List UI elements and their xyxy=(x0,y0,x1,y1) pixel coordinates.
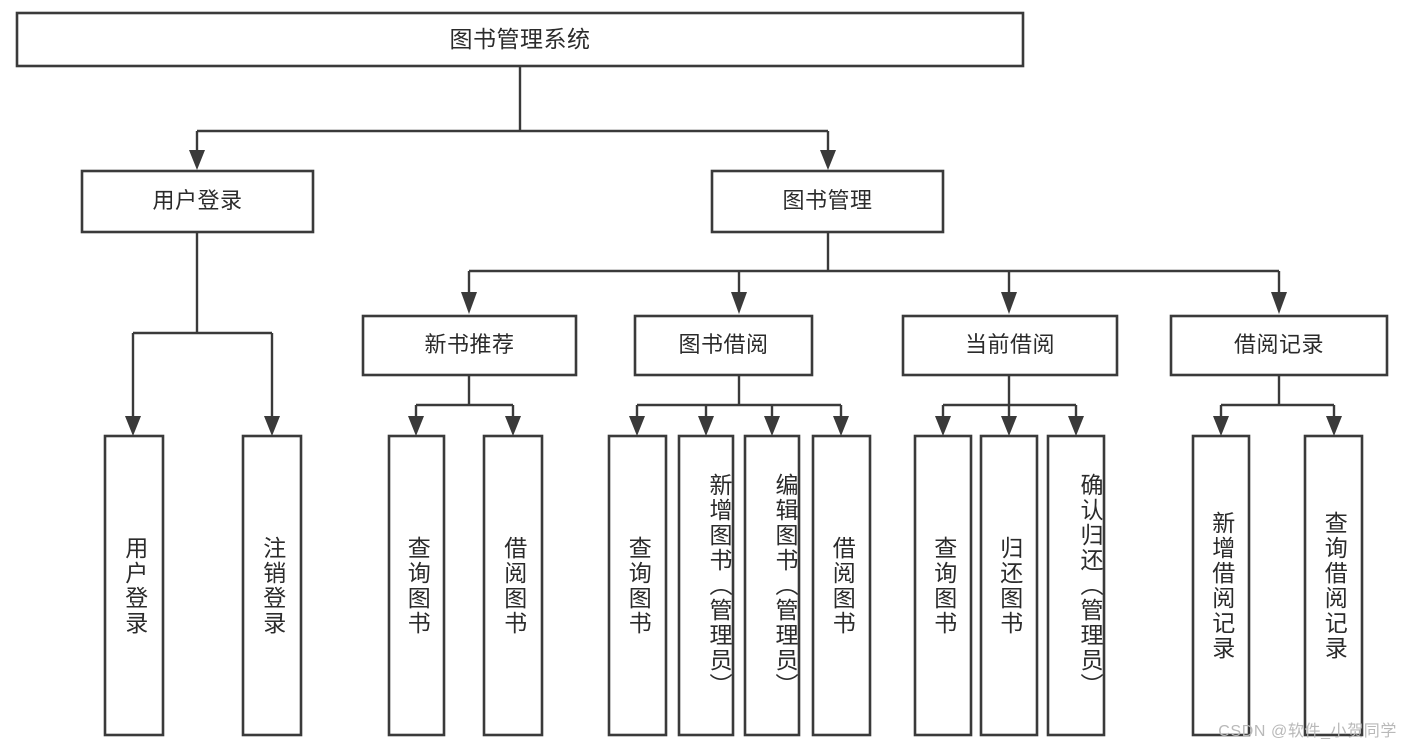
node-box-new-book-recommend[interactable] xyxy=(361,314,578,377)
node-box-borrow-record[interactable] xyxy=(1169,314,1389,377)
arrow-current-borrow xyxy=(1001,292,1017,314)
leaf-box-br-query[interactable] xyxy=(1303,434,1364,737)
connector-group-new-book-recommend-leaves xyxy=(408,375,521,436)
node-box-current-borrow[interactable] xyxy=(901,314,1119,377)
arrow-leaf-cb-return xyxy=(1001,416,1017,436)
arrow-leaf-nbr-query xyxy=(408,416,424,436)
connector-group-book-manage-to-level3 xyxy=(461,232,1287,314)
arrow-new-book-recommend xyxy=(461,292,477,314)
node-box-book-manage[interactable] xyxy=(710,169,945,234)
arrow-leaf-user-login xyxy=(125,416,141,436)
arrow-leaf-bb-borrow xyxy=(833,416,849,436)
arrow-leaf-nbr-borrow xyxy=(505,416,521,436)
leaf-box-br-add[interactable] xyxy=(1191,434,1251,737)
leaf-box-bb-edit[interactable] xyxy=(743,434,801,737)
leaf-box-user-login[interactable] xyxy=(103,434,165,737)
leaf-box-cb-confirm[interactable] xyxy=(1046,434,1106,737)
connector-group-root-to-level2 xyxy=(189,66,836,170)
watermark-text: CSDN @软件_小贺同学 xyxy=(1218,723,1397,740)
arrow-leaf-bb-query xyxy=(629,416,645,436)
connector-group-current-borrow-leaves xyxy=(935,375,1084,436)
node-box-user-login[interactable] xyxy=(80,169,315,234)
leaf-box-bb-query[interactable] xyxy=(607,434,668,737)
arrow-borrow-record xyxy=(1271,292,1287,314)
arrow-leaf-bb-add xyxy=(698,416,714,436)
node-box-root[interactable] xyxy=(15,11,1025,68)
leaf-box-logout[interactable] xyxy=(241,434,303,737)
node-box-book-borrow[interactable] xyxy=(633,314,814,377)
connector-group-user-login-to-leaves xyxy=(125,232,280,436)
arrow-leaf-bb-edit xyxy=(764,416,780,436)
arrow-leaf-br-add xyxy=(1213,416,1229,436)
connector-group-book-borrow-leaves xyxy=(629,375,849,436)
arrow-leaf-cb-confirm xyxy=(1068,416,1084,436)
arrow-book-manage xyxy=(820,150,836,170)
leaf-box-bb-add[interactable] xyxy=(677,434,735,737)
arrow-book-borrow xyxy=(731,292,747,314)
leaf-box-cb-query[interactable] xyxy=(913,434,973,737)
arrow-leaf-cb-query xyxy=(935,416,951,436)
leaf-box-bb-borrow[interactable] xyxy=(811,434,872,737)
leaf-box-nbr-query[interactable] xyxy=(387,434,446,737)
leaf-box-cb-return[interactable] xyxy=(979,434,1039,737)
arrow-user-login xyxy=(189,150,205,170)
arrow-leaf-logout xyxy=(264,416,280,436)
connector-group-borrow-record-leaves xyxy=(1213,375,1342,436)
arrow-leaf-br-query xyxy=(1326,416,1342,436)
leaf-box-nbr-borrow[interactable] xyxy=(482,434,544,737)
